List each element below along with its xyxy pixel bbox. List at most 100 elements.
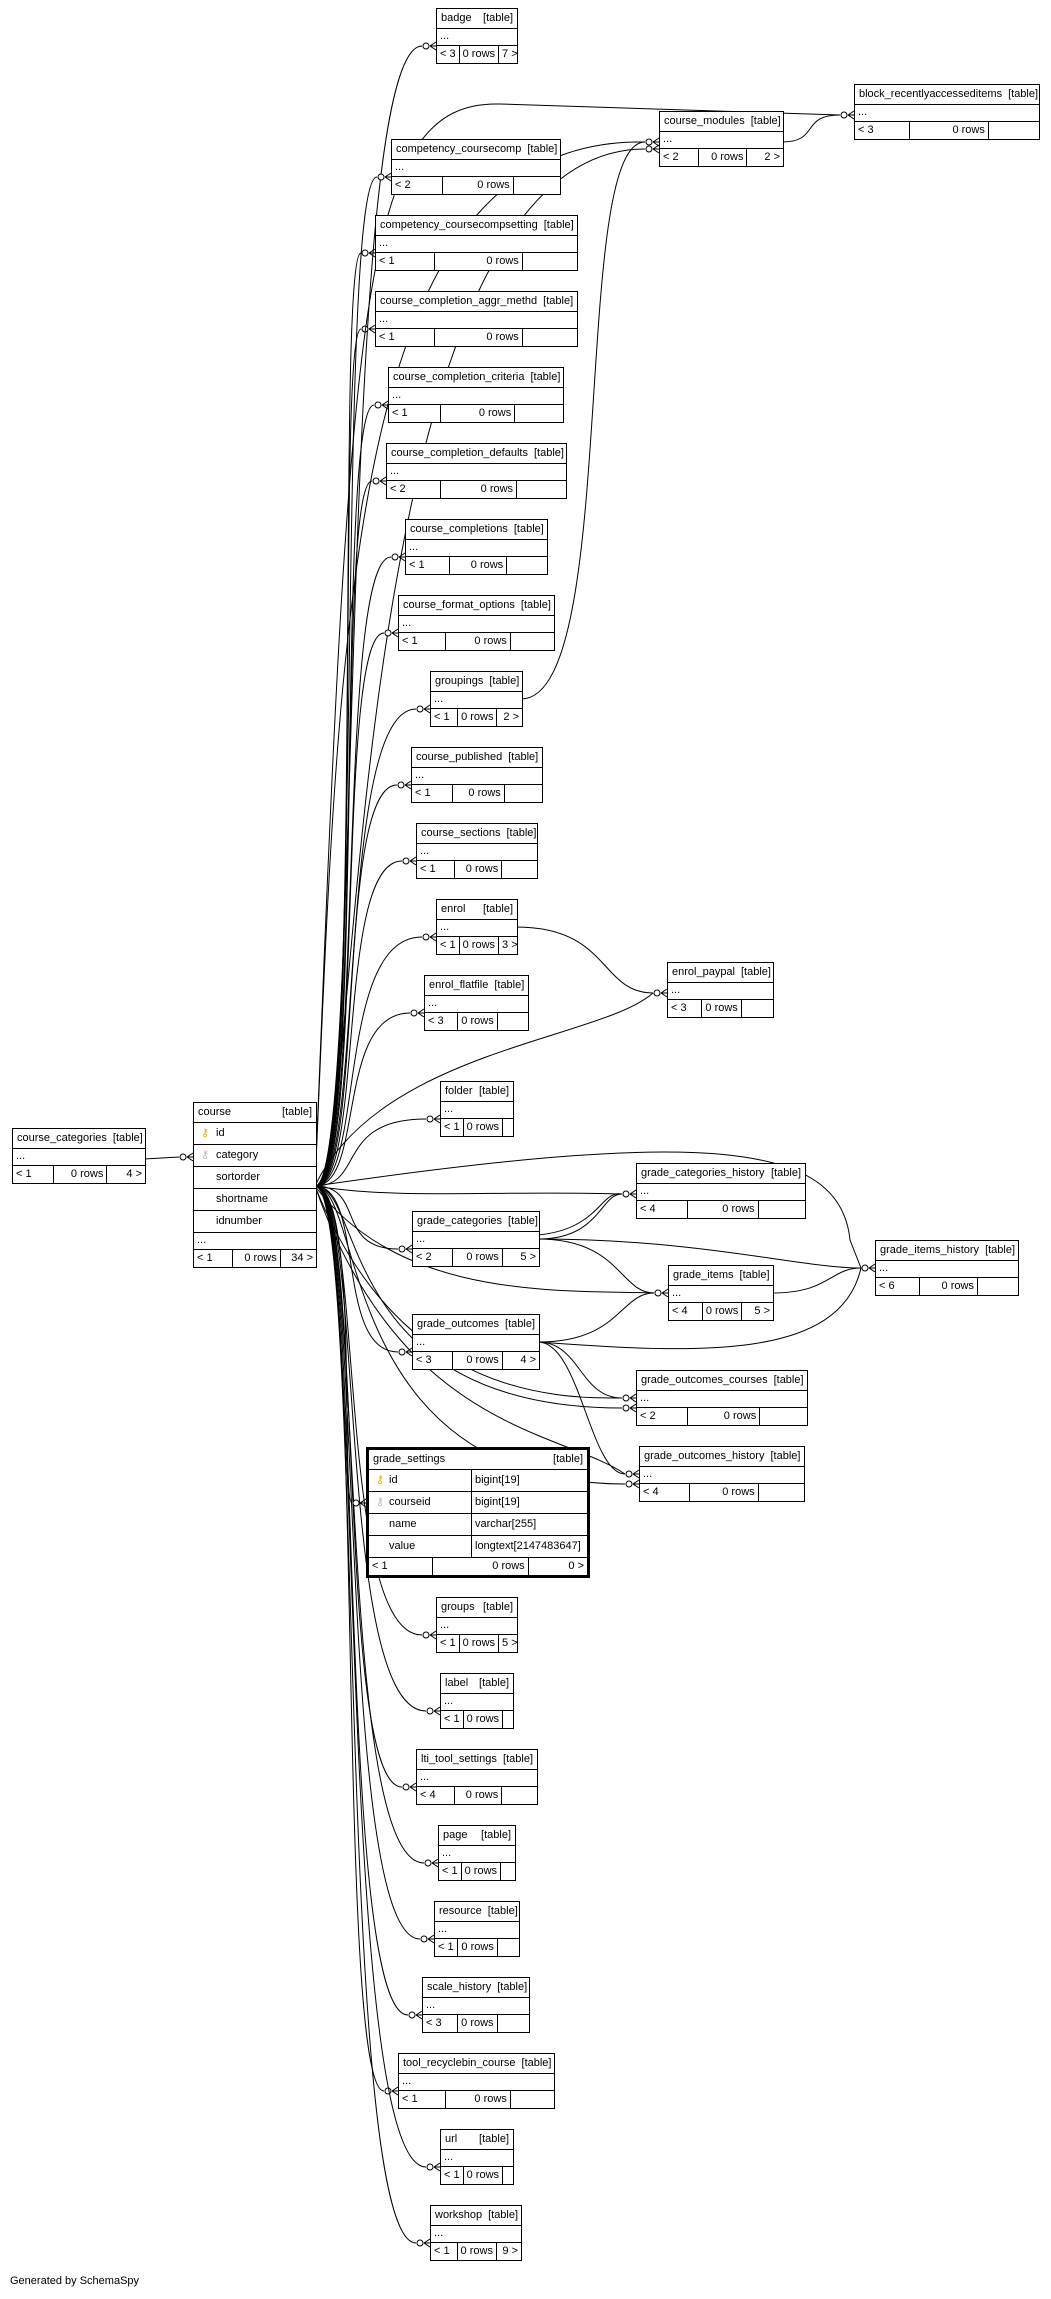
table-parents-link[interactable]: < 2 [387, 481, 441, 498]
table-parents-link[interactable]: < 3 [425, 1013, 459, 1030]
table-header[interactable]: enrol_flatfile[table] [425, 976, 528, 996]
table-header[interactable]: page[table] [439, 1826, 515, 1846]
table-parents-link[interactable]: < 1 [406, 557, 450, 574]
table-children-link[interactable]: 2 > [503, 711, 519, 723]
table-header[interactable]: url[table] [441, 2130, 513, 2150]
table-parents-link[interactable]: < 1 [431, 709, 459, 726]
table-children-link[interactable] [523, 253, 577, 270]
table-course_completion_aggr_methd[interactable]: course_completion_aggr_methd[table]...< … [375, 291, 578, 347]
table-parents-link[interactable]: < 1 [417, 861, 456, 878]
table-parents-link[interactable]: < 4 [640, 1484, 690, 1501]
table-children-link[interactable] [503, 2167, 513, 2184]
table-children-link[interactable] [498, 1939, 519, 1956]
table-children-link[interactable]: 7 > [502, 48, 518, 60]
table-parents-link[interactable]: < 3 [437, 46, 460, 63]
table-header[interactable]: grade_items_history[table] [876, 1241, 1018, 1261]
column-row[interactable]: ⚷id [194, 1123, 316, 1145]
table-children-link[interactable] [742, 1000, 773, 1017]
column-row[interactable]: shortname [194, 1189, 316, 1211]
table-parents-link[interactable]: < 1 [412, 785, 453, 802]
table-children-link[interactable] [502, 861, 537, 878]
table-header[interactable]: groups[table] [437, 1598, 517, 1618]
table-parents-link[interactable]: < 1 [376, 253, 436, 270]
table-parents-link[interactable]: < 4 [637, 1201, 688, 1218]
table-children-link[interactable] [502, 1787, 537, 1804]
table-competency_coursecompsetting[interactable]: competency_coursecompsetting[table]...< … [375, 215, 578, 271]
table-header[interactable]: resource[table] [435, 1902, 519, 1922]
table-parents-link[interactable]: < 1 [376, 329, 436, 346]
table-parents-link[interactable]: < 3 [413, 1352, 453, 1369]
table-header[interactable]: course_published[table] [412, 748, 542, 768]
table-header[interactable]: workshop[table] [431, 2206, 521, 2226]
table-children-link[interactable] [503, 1711, 513, 1728]
table-parents-link[interactable]: < 2 [637, 1408, 689, 1425]
table-block_recentlyaccesseditems[interactable]: block_recentlyaccesseditems[table]...< 3… [854, 84, 1040, 140]
table-parents-link[interactable]: < 1 [441, 1119, 464, 1136]
table-header[interactable]: competency_coursecomp[table] [392, 140, 560, 160]
table-header[interactable]: grade_outcomes_history[table] [640, 1447, 804, 1467]
table-header[interactable]: competency_coursecompsetting[table] [376, 216, 577, 236]
table-children-link[interactable]: 0 > [568, 1560, 584, 1572]
table-parents-link[interactable]: < 4 [417, 1787, 456, 1804]
table-parents-link[interactable]: < 3 [668, 1000, 703, 1017]
table-parents-link[interactable]: < 1 [439, 1863, 462, 1880]
table-children-link[interactable]: 3 > [502, 939, 518, 951]
table-header[interactable]: course_completion_aggr_methd[table] [376, 292, 577, 312]
table-children-link[interactable]: 9 > [502, 2245, 518, 2257]
table-header[interactable]: enrol[table] [437, 900, 517, 920]
column-row[interactable]: idnumber [194, 1211, 316, 1233]
table-children-link[interactable] [511, 633, 554, 650]
table-parents-link[interactable]: < 4 [669, 1303, 703, 1320]
table-parents-link[interactable]: < 2 [660, 149, 699, 166]
table-children-link[interactable]: 5 > [502, 1637, 518, 1649]
table-header[interactable]: label[table] [441, 1674, 513, 1694]
table-children-link[interactable] [978, 1278, 1018, 1295]
table-header[interactable]: block_recentlyaccesseditems[table] [855, 85, 1039, 105]
table-header[interactable]: grade_categories_history[table] [637, 1164, 805, 1184]
table-children-link[interactable] [498, 1013, 528, 1030]
table-parents-link[interactable]: < 1 [441, 2167, 464, 2184]
table-children-link[interactable]: 5 > [754, 1305, 770, 1317]
table-header[interactable]: course_format_options[table] [399, 596, 554, 616]
table-parents-link[interactable]: < 3 [423, 2015, 458, 2032]
table-parents-link[interactable]: < 2 [413, 1249, 453, 1266]
table-children-link[interactable]: 2 > [764, 151, 780, 163]
table-parents-link[interactable]: < 1 [194, 1250, 233, 1267]
table-header[interactable]: course_completions[table] [406, 520, 547, 540]
table-parents-link[interactable]: < 6 [876, 1278, 920, 1295]
table-parents-link[interactable]: < 1 [431, 2243, 458, 2260]
table-parents-link[interactable]: < 1 [399, 2091, 447, 2108]
table-parents-link[interactable]: < 1 [435, 1939, 459, 1956]
table-parents-link[interactable]: < 1 [389, 405, 442, 422]
table-header[interactable]: grade_outcomes[table] [413, 1315, 539, 1335]
table-header[interactable]: course_completion_defaults[table] [387, 444, 566, 464]
table-parents-link[interactable]: < 1 [437, 1635, 460, 1652]
